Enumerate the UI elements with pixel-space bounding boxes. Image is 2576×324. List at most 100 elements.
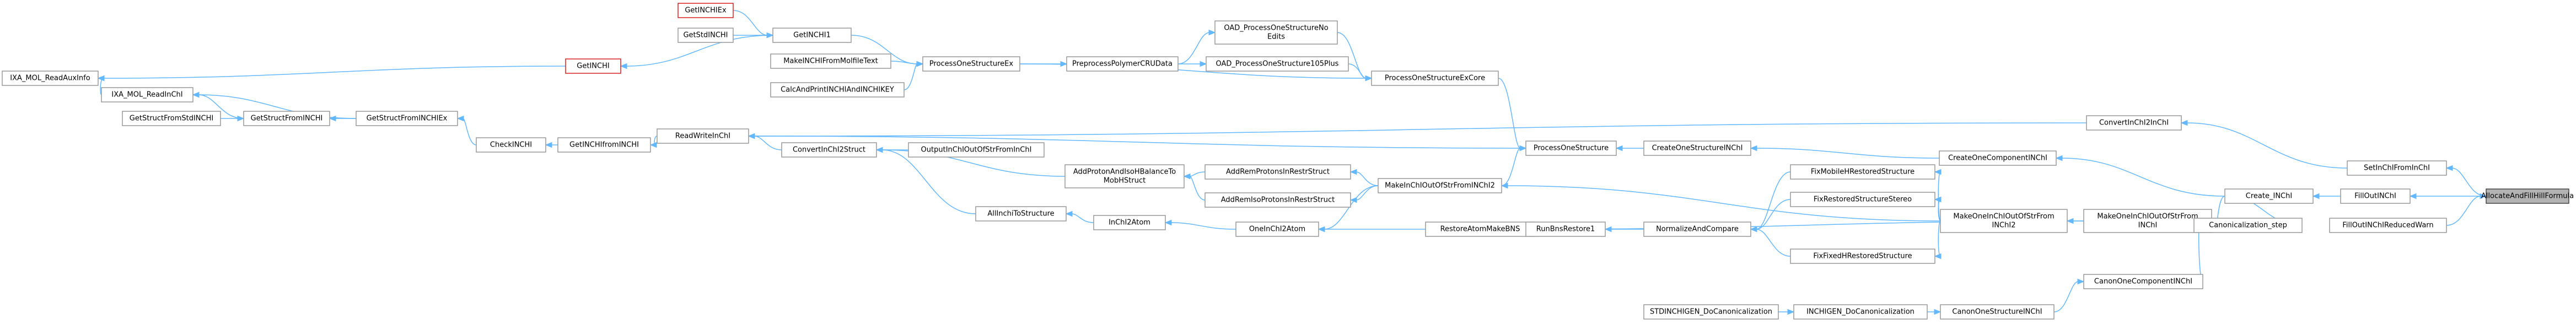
graph-node-makeinchioutofstrfrominchi2[interactable]: MakeInChIOutOfStrFromINChI2	[1378, 178, 1502, 193]
arrowhead	[1519, 145, 1527, 152]
call-edge-line	[1498, 78, 1521, 149]
graph-node-convertinchi2inchi[interactable]: ConvertInChI2InChI	[2086, 115, 2182, 131]
call-edge-line	[2217, 196, 2225, 222]
graph-node-addremprotonsinrestrstruct[interactable]: AddRemProtonsInRestrStruct	[1204, 164, 1351, 180]
graph-node-getinchifrominchi[interactable]: GetINCHIfromINCHI	[557, 137, 651, 153]
graph-node-canonicalization-step[interactable]: Canonicalization_step	[2193, 218, 2303, 233]
graph-node-create-inchi[interactable]: Create_INChI	[2224, 188, 2314, 204]
node-box	[975, 206, 1067, 222]
graph-node-oad-processonestructure105plus[interactable]: OAD_ProcessOneStructure105Plus	[1206, 56, 1349, 72]
node-label: FixFixedHRestoredStructure	[1813, 252, 1912, 261]
graph-node-filloutinchireducedwarn[interactable]: FillOutINChIReducedWarn	[2329, 218, 2447, 233]
call-edge	[1750, 145, 1940, 159]
graph-node-getinchiex[interactable]: GetINCHIEx	[677, 3, 734, 18]
node-box	[1790, 164, 1935, 180]
graph-node-createonestructureinchi[interactable]: CreateOneStructureINChI	[1643, 141, 1751, 156]
node-label: GetStructFromINCHI	[251, 115, 323, 123]
arrowhead	[2077, 278, 2085, 285]
graph-node-createonecomponentinchi[interactable]: CreateOneComponentINChI	[1939, 150, 2057, 166]
graph-node-getstructfromstdinchi[interactable]: GetStructFromStdINCHI	[122, 111, 221, 126]
node-label: InChI2Atom	[1109, 219, 1150, 227]
arrowhead	[2180, 120, 2188, 126]
graph-node-filloutinchi[interactable]: FillOutINChI	[2340, 188, 2411, 204]
node-box	[1206, 56, 1349, 72]
arrowhead	[2480, 193, 2487, 199]
graph-node-inchi2atom[interactable]: InChI2Atom	[1093, 215, 1166, 230]
graph-node-getinchi[interactable]: GetINCHI	[565, 58, 621, 74]
graph-node-processonestructureex[interactable]: ProcessOneStructureEx	[922, 56, 1020, 72]
arrowhead	[747, 133, 755, 139]
call-edge-line	[2446, 196, 2481, 226]
graph-node-calcandprintinchiandinchikey[interactable]: CalcAndPrintINCHIAndINCHIKEY	[770, 82, 905, 98]
node-box	[922, 56, 1020, 72]
arrowhead	[2312, 193, 2320, 199]
arrowhead	[192, 91, 200, 98]
graph-node-getstdinchi[interactable]: GetStdINCHI	[677, 28, 734, 43]
call-edge	[1750, 171, 1791, 233]
graph-node-makeinchifrommolfiletext[interactable]: MakeINCHIFromMolfileText	[770, 53, 891, 69]
call-edge	[1501, 182, 1941, 222]
node-box	[1940, 209, 2068, 233]
graph-node-getstructfrominchiex[interactable]: GetStructFromINCHIEx	[356, 111, 458, 126]
graph-node-allocateandfillhillformula[interactable]: AllocateAndFillHillFormula	[2481, 188, 2574, 204]
call-edge	[1177, 29, 1216, 64]
graph-node-outputinchioutofstrfrominchi[interactable]: OutputInChIOutOfStrFromInChI	[908, 142, 1045, 158]
graph-node-inchigen-docanonicalization[interactable]: INCHIGEN_DoCanonicalization	[1793, 304, 1928, 320]
node-box	[657, 128, 749, 144]
graph-node-fixrestoredstructurestereo[interactable]: FixRestoredStructureStereo	[1790, 192, 1935, 207]
graph-node-oneinchi2atom[interactable]: OneInChI2Atom	[1235, 222, 1319, 237]
node-label: MakeInChIOutOfStrFromINChI2	[1385, 182, 1495, 190]
node-label: AllInchiToStructure	[987, 210, 1054, 218]
call-edge	[1498, 78, 1527, 152]
graph-node-ixa-mol-readauxinfo[interactable]: IXA_MOL_ReadAuxInfo	[2, 71, 99, 86]
graph-node-processonestructure[interactable]: ProcessOneStructure	[1525, 141, 1617, 156]
call-edge	[1927, 309, 1942, 315]
arrowhead	[1200, 61, 1207, 67]
graph-node-checkinchi[interactable]: CheckINCHI	[476, 137, 546, 153]
graph-node-readwriteinchi[interactable]: ReadWriteInChI	[657, 128, 749, 144]
graph-node-canononestructureinchi[interactable]: CanonOneStructureINChI	[1940, 304, 2055, 320]
graph-node-setinchifrominchi[interactable]: SetInChIFromInChI	[2347, 160, 2447, 176]
graph-node-fixfixedhrestoredstructure[interactable]: FixFixedHRestoredStructure	[1790, 249, 1935, 264]
node-box	[1643, 222, 1751, 237]
graph-node-canononecomponentinchi[interactable]: CanonOneComponentINChI	[2083, 274, 2203, 289]
node-label: CreateOneStructureINChI	[1652, 144, 1743, 153]
graph-node-fixmobilehrestoredstructure[interactable]: FixMobileHRestoredStructure	[1790, 164, 1935, 180]
node-label: CanonOneStructureINChI	[1952, 308, 2042, 316]
call-edge-line	[1756, 199, 1791, 230]
graph-node-stdinchigen-docanonicalization[interactable]: STDINCHIGEN_DoCanonicalization	[1643, 304, 1779, 320]
graph-node-ixa-mol-readinchi[interactable]: IXA_MOL_ReadInChI	[101, 87, 193, 102]
graph-node-processonestructureexcore[interactable]: ProcessOneStructureExCore	[1371, 71, 1499, 86]
call-edge-line	[1189, 171, 1206, 177]
graph-node-normalizeandcompare[interactable]: NormalizeAndCompare	[1643, 222, 1751, 237]
graph-node-convertinchi2struct[interactable]: ConvertInChI2Struct	[781, 142, 877, 158]
node-label: AddRemProtonsInRestrStruct	[1226, 168, 1330, 176]
call-edge	[545, 142, 558, 148]
node-box	[1371, 71, 1499, 86]
arrowhead	[545, 142, 552, 148]
graph-node-getinchi1[interactable]: GetINCHI1	[772, 28, 852, 43]
node-box	[1235, 222, 1319, 237]
node-label: ConvertInChI2InChI	[2099, 119, 2169, 127]
graph-node-allinchitostructure[interactable]: AllInchiToStructure	[975, 206, 1067, 222]
node-box	[1214, 20, 1338, 45]
call-edge-line	[1501, 148, 1521, 186]
call-edge	[1501, 145, 1527, 186]
call-edge-line	[1356, 171, 1379, 186]
node-box	[1064, 164, 1185, 188]
graph-node-addremisoprotonsinrestrstruct[interactable]: AddRemIsoProtonsInRestrStruct	[1204, 192, 1351, 208]
node-box	[243, 111, 330, 126]
graph-node-runbnsrestore1[interactable]: RunBnsRestore1	[1525, 222, 1606, 237]
node-label: GetStructFromStdINCHI	[130, 115, 213, 123]
graph-node-preprocesspolymercrudata[interactable]: PreprocessPolymerCRUData	[1066, 56, 1179, 72]
graph-node-restoreatommakebns[interactable]: RestoreAtomMakeBNS	[1425, 222, 1535, 237]
call-edge	[2409, 193, 2486, 199]
node-box	[1939, 150, 2057, 166]
call-edge	[1615, 145, 1644, 152]
graph-node-getstructfrominchi[interactable]: GetStructFromINCHI	[243, 111, 330, 126]
